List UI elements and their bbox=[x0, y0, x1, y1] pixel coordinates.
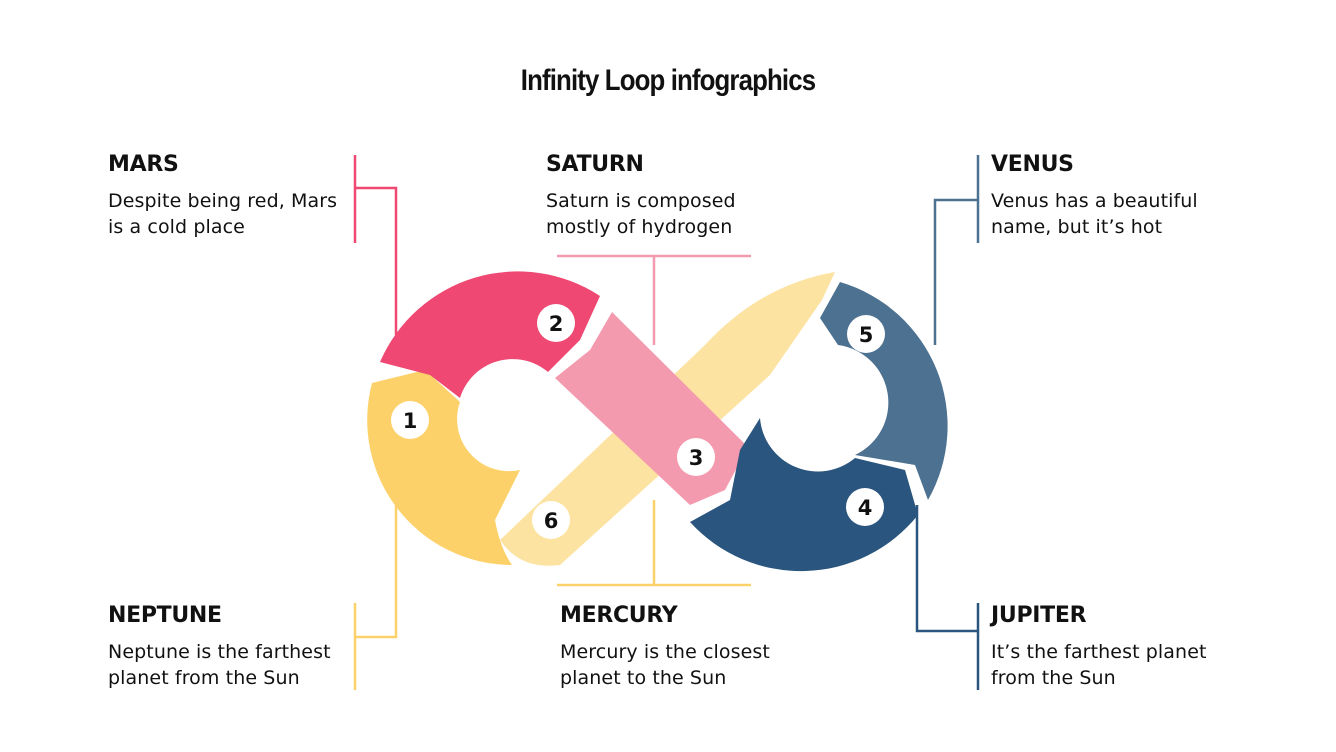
badge-1 bbox=[391, 401, 429, 439]
neptune-description: Neptune is the farthest planet from the … bbox=[108, 641, 331, 689]
mars-description: Despite being red, Mars is a cold place bbox=[108, 190, 338, 238]
venus-heading: VENUS bbox=[991, 152, 1074, 177]
mars-block: MARS Despite being red, Mars is a cold p… bbox=[108, 152, 368, 240]
venus-connector-elbow bbox=[933, 198, 978, 345]
mercury-description: Mercury is the closest planet to the Sun bbox=[560, 641, 770, 689]
neptune-block: NEPTUNE Neptune is the farthest planet f… bbox=[108, 603, 368, 691]
saturn-heading: SATURN bbox=[546, 152, 644, 177]
badge-3 bbox=[677, 438, 715, 476]
mercury-heading: MERCURY bbox=[560, 603, 678, 628]
mars-heading: MARS bbox=[108, 152, 179, 177]
number-badges: 1 2 3 4 5 6 bbox=[391, 304, 885, 539]
saturn-block: SATURN Saturn is composed mostly of hydr… bbox=[546, 152, 806, 240]
badge-6-number: 6 bbox=[544, 509, 559, 533]
badge-3-number: 3 bbox=[689, 446, 704, 470]
mars-connector-elbow bbox=[355, 186, 398, 335]
badge-2 bbox=[537, 304, 575, 342]
page-title: Infinity Loop infographics bbox=[520, 64, 816, 97]
segment-1 bbox=[367, 370, 520, 565]
venus-description: Venus has a beautiful name, but it’s hot bbox=[991, 190, 1198, 238]
jupiter-block: JUPITER It’s the farthest planet from th… bbox=[991, 603, 1251, 691]
badge-6 bbox=[532, 501, 570, 539]
badge-5 bbox=[847, 315, 885, 353]
badge-5-number: 5 bbox=[859, 323, 874, 347]
jupiter-connector-elbow bbox=[915, 505, 978, 633]
badge-4-number: 4 bbox=[858, 496, 873, 520]
neptune-connector-elbow bbox=[355, 500, 398, 639]
jupiter-description: It’s the farthest planet from the Sun bbox=[991, 641, 1207, 689]
venus-block: VENUS Venus has a beautiful name, but it… bbox=[991, 152, 1251, 240]
jupiter-heading: JUPITER bbox=[991, 603, 1087, 628]
segment-2 bbox=[380, 271, 600, 398]
badge-4 bbox=[846, 488, 884, 526]
saturn-description: Saturn is composed mostly of hydrogen bbox=[546, 190, 736, 238]
badge-1-number: 1 bbox=[403, 409, 418, 433]
neptune-heading: NEPTUNE bbox=[108, 603, 222, 628]
segment-4 bbox=[690, 418, 918, 572]
mercury-block: MERCURY Mercury is the closest planet to… bbox=[560, 603, 820, 691]
badge-2-number: 2 bbox=[549, 312, 564, 336]
